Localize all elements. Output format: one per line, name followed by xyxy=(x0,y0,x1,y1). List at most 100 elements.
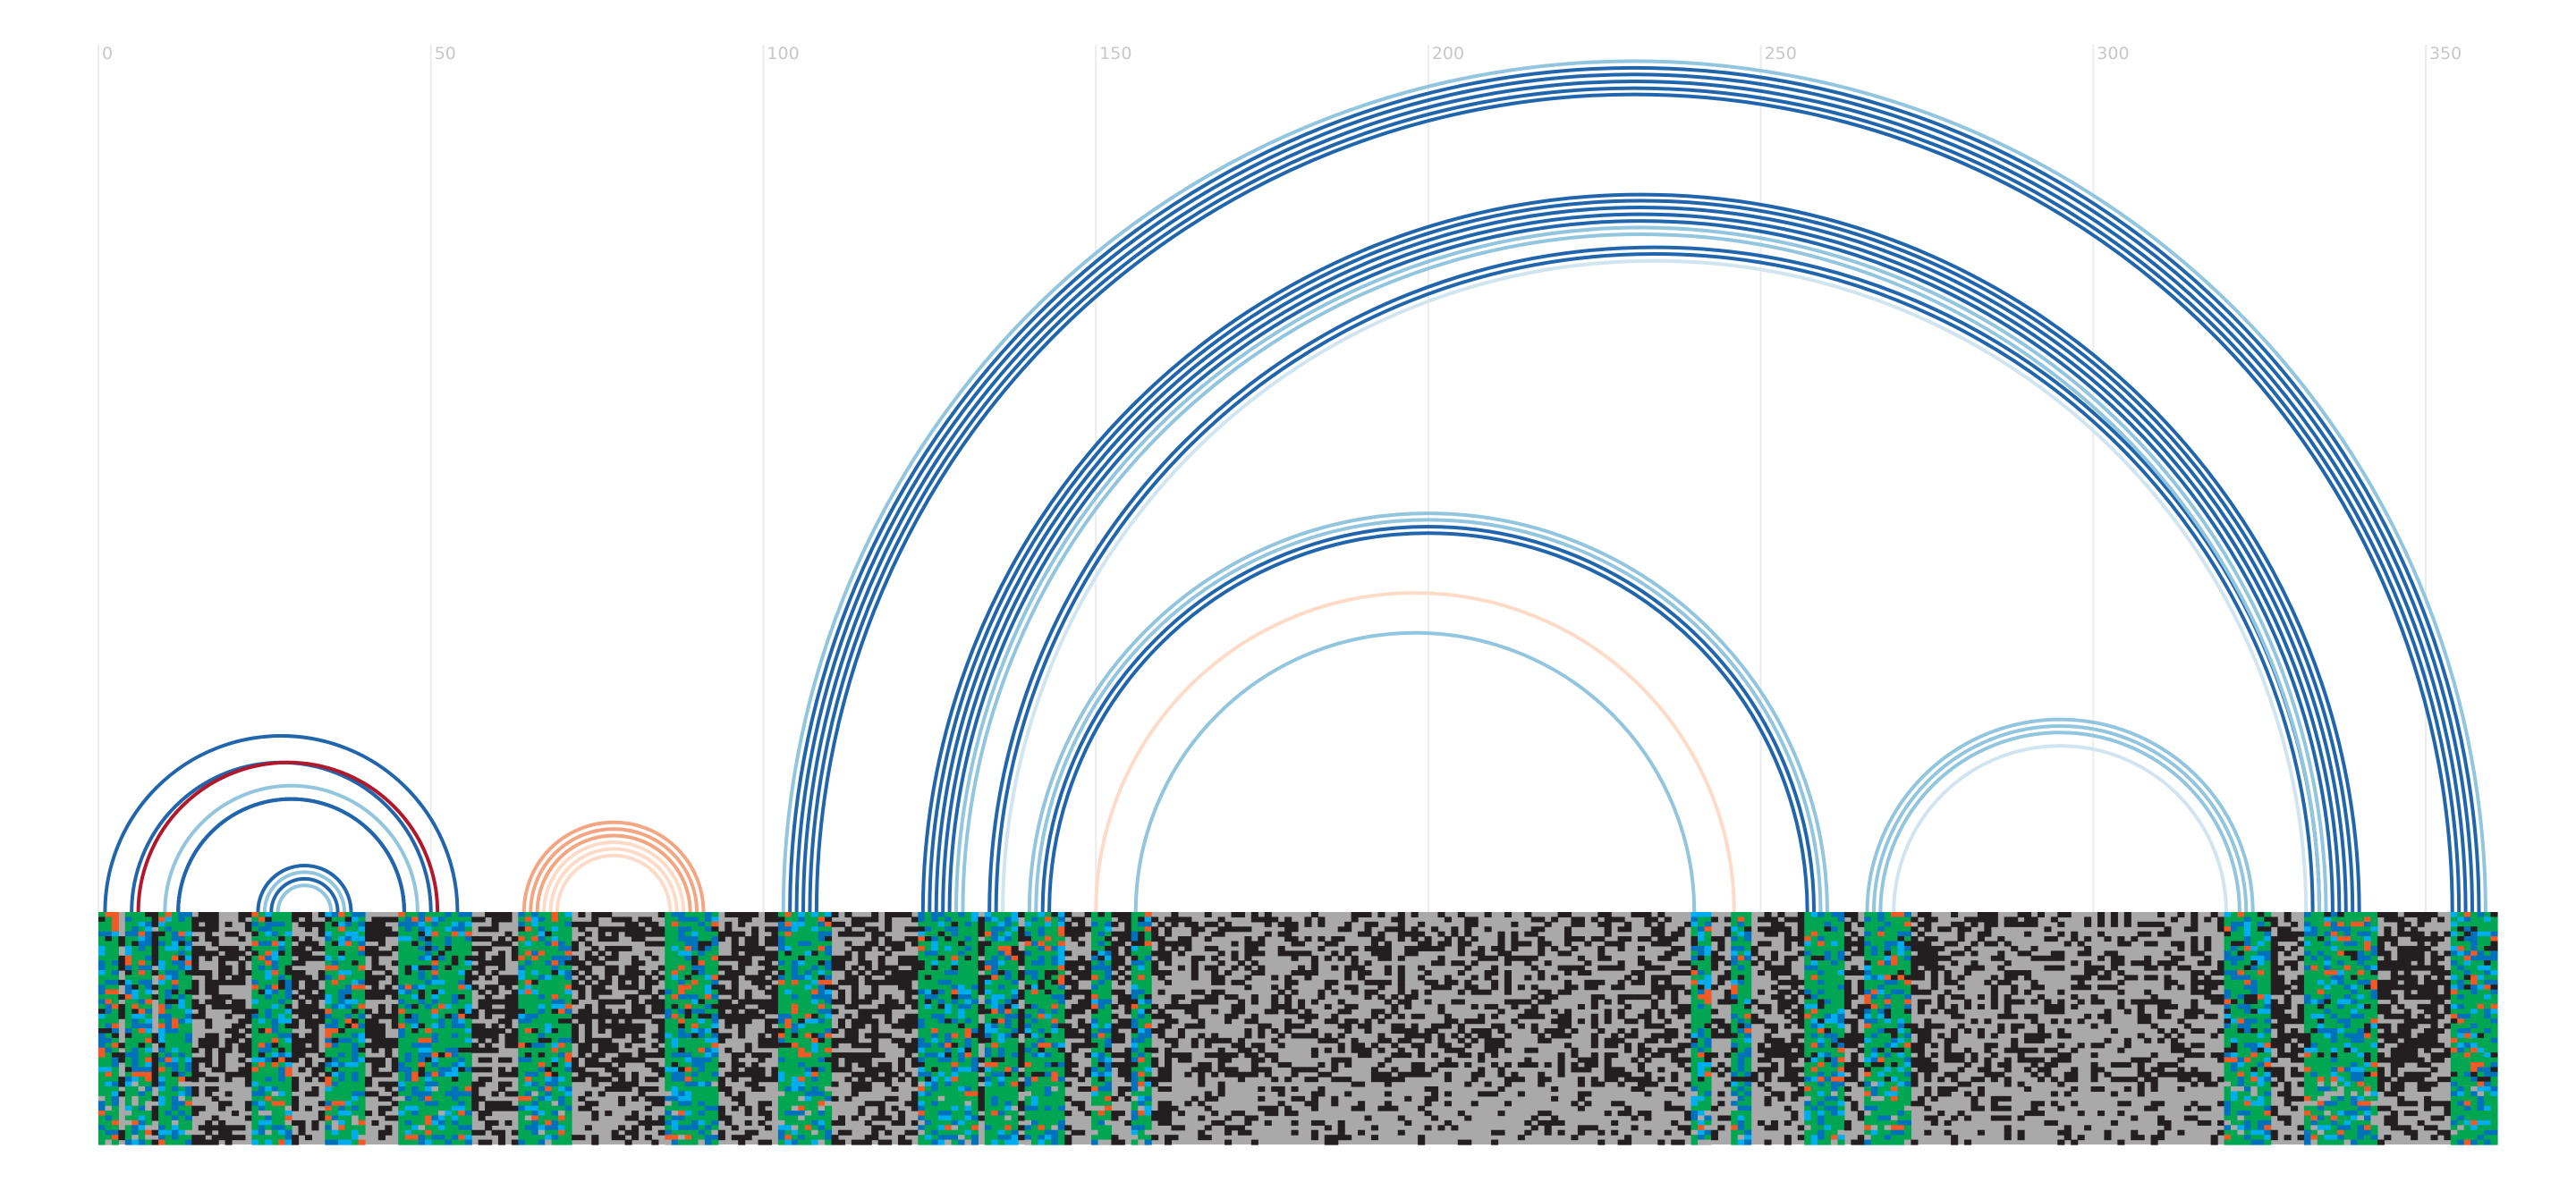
alignment-cell xyxy=(984,916,992,923)
alignment-cell xyxy=(711,1086,719,1093)
alignment-cell xyxy=(584,1101,592,1107)
alignment-cell xyxy=(811,1061,819,1068)
alignment-cell xyxy=(184,1125,192,1131)
alignment-cell xyxy=(864,916,872,923)
alignment-cell xyxy=(145,1047,153,1053)
alignment-cell xyxy=(558,1033,566,1039)
alignment-cell xyxy=(398,926,406,933)
alignment-cell xyxy=(618,945,626,951)
alignment-cell xyxy=(945,1086,953,1093)
alignment-cell xyxy=(584,1009,592,1015)
alignment-cell xyxy=(391,989,399,995)
alignment-cell xyxy=(951,1105,959,1111)
alignment-cell xyxy=(704,916,712,923)
alignment-cell xyxy=(371,960,379,967)
alignment-cell xyxy=(358,1071,366,1077)
alignment-cell xyxy=(758,984,766,991)
alignment-cell xyxy=(304,1018,312,1025)
alignment-cell xyxy=(464,1018,472,1025)
alignment-cell xyxy=(931,1095,939,1102)
alignment-cell xyxy=(945,1095,953,1102)
alignment-cell xyxy=(684,965,692,971)
alignment-cell xyxy=(644,1061,652,1068)
alignment-cell xyxy=(531,926,539,933)
alignment-cell xyxy=(678,945,686,951)
alignment-cell xyxy=(205,921,213,927)
alignment-cell xyxy=(365,950,373,957)
alignment-cell xyxy=(751,1129,759,1136)
alignment-cell xyxy=(398,1003,406,1009)
alignment-cell xyxy=(964,1013,972,1019)
alignment-cell xyxy=(704,1101,712,1107)
alignment-cell xyxy=(678,941,686,947)
alignment-cell xyxy=(698,941,706,947)
alignment-cell xyxy=(464,950,472,957)
alignment-cell xyxy=(958,970,966,976)
alignment-cell xyxy=(991,994,999,1001)
alignment-cell xyxy=(997,941,1005,947)
alignment-cell xyxy=(331,1081,339,1087)
alignment-cell xyxy=(258,1023,266,1029)
alignment-cell xyxy=(784,916,792,923)
alignment-cell xyxy=(451,1091,459,1097)
alignment-cell xyxy=(731,931,739,937)
alignment-cell xyxy=(984,1052,992,1059)
alignment-cell xyxy=(558,1047,566,1053)
alignment-cell xyxy=(358,1125,366,1131)
alignment-cell xyxy=(931,1086,939,1093)
alignment-cell xyxy=(431,916,439,923)
alignment-cell xyxy=(771,1009,779,1015)
alignment-cell xyxy=(964,950,972,957)
alignment-cell xyxy=(571,1135,579,1141)
alignment-cell xyxy=(777,960,785,967)
alignment-cell xyxy=(352,989,360,995)
alignment-cell xyxy=(131,1081,140,1087)
alignment-cell xyxy=(325,994,333,1001)
alignment-cell xyxy=(258,989,266,995)
alignment-cell xyxy=(871,1135,879,1141)
alignment-cell xyxy=(451,1003,459,1009)
alignment-cell xyxy=(124,970,132,976)
alignment-cell xyxy=(165,1028,173,1035)
alignment-cell xyxy=(978,916,986,923)
alignment-cell xyxy=(284,1061,292,1068)
alignment-cell xyxy=(451,931,459,937)
alignment-cell xyxy=(964,1061,972,1068)
alignment-cell xyxy=(398,1111,406,1117)
alignment-cell xyxy=(485,960,493,967)
alignment-cell xyxy=(425,931,433,937)
alignment-cell xyxy=(464,1067,472,1073)
alignment-cell xyxy=(891,1003,899,1009)
alignment-cell xyxy=(518,921,526,927)
alignment-cell xyxy=(791,1091,799,1097)
alignment-cell xyxy=(791,975,799,981)
alignment-cell xyxy=(671,1101,679,1107)
alignment-cell xyxy=(704,931,712,937)
alignment-cell xyxy=(958,950,966,957)
alignment-cell xyxy=(265,1061,273,1068)
alignment-cell xyxy=(418,921,426,927)
alignment-cell xyxy=(105,960,113,967)
alignment-cell xyxy=(524,1057,532,1063)
alignment-cell xyxy=(684,1043,692,1049)
alignment-cell xyxy=(431,1129,439,1136)
alignment-cell xyxy=(597,989,606,995)
alignment-cell xyxy=(937,1129,945,1136)
alignment-cell xyxy=(937,1033,945,1039)
alignment-cell xyxy=(358,979,366,985)
alignment-cell xyxy=(851,1057,859,1063)
alignment-cell xyxy=(165,936,173,942)
alignment-cell xyxy=(511,1037,519,1043)
alignment-cell xyxy=(804,1119,812,1126)
alignment-cell xyxy=(691,950,699,957)
alignment-cell xyxy=(885,916,893,923)
alignment-cell xyxy=(411,1105,419,1111)
alignment-cell xyxy=(458,1067,466,1073)
alignment-cell xyxy=(304,941,312,947)
alignment-cell xyxy=(758,945,766,951)
alignment-cell xyxy=(605,1013,613,1019)
alignment-cell xyxy=(997,1037,1005,1043)
alignment-cell xyxy=(145,984,153,991)
alignment-cell xyxy=(984,1057,992,1063)
alignment-cell xyxy=(338,1111,346,1117)
